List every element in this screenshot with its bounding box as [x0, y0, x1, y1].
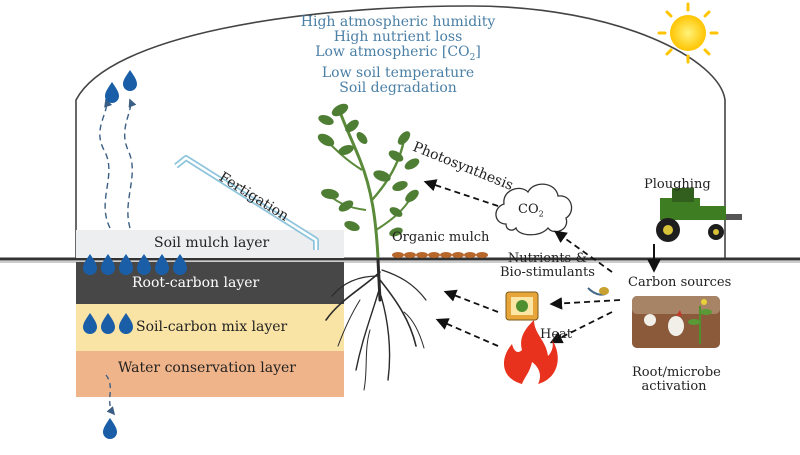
infiltration-path: [105, 374, 116, 416]
carbon-to-co2-arrow: [553, 230, 613, 273]
condition-co2: Low atmospheric [CO2]: [315, 44, 481, 63]
co2-cloud-icon: [495, 183, 573, 236]
photosynthesis-arrow: [423, 179, 499, 207]
sun-icon: [657, 2, 719, 64]
organic-mulch-strip: [392, 252, 488, 258]
water-drop-icon: [105, 82, 119, 103]
evaporation-path-2: [123, 98, 137, 229]
ploughing-label: Ploughing: [644, 177, 711, 192]
water-conservation-layer: [76, 351, 344, 397]
environment-conditions: High atmospheric humidity High nutrient …: [268, 15, 528, 96]
carbon-to-nutrients-arrow: [549, 297, 621, 310]
tractor-icon: [656, 188, 742, 242]
heat-to-roots-arrow: [435, 318, 499, 347]
condition-nutrient-loss: High nutrient loss: [333, 29, 463, 45]
organic-mulch-label: Organic mulch: [392, 230, 490, 245]
water-drop-icon: [103, 418, 117, 439]
nutrients-label: Nutrients & Bio-stimulants: [500, 251, 595, 281]
soil-mulch-layer-label: Soil mulch layer: [154, 235, 270, 251]
condition-soil-degradation: Soil degradation: [339, 79, 457, 96]
carbon-sources-image: [632, 296, 720, 348]
condition-humidity: High atmospheric humidity: [300, 14, 496, 30]
root-carbon-layer-label: Root-carbon layer: [132, 275, 260, 291]
water-drop-icon: [123, 70, 137, 91]
heat-label: Heat: [540, 327, 573, 342]
carbon-to-heat-arrow: [549, 311, 613, 344]
root-system: [325, 258, 427, 391]
plant-icon: [317, 103, 420, 259]
soil-mulch-layer: [76, 230, 344, 258]
flame-icon: [503, 320, 558, 384]
evaporation-path-1: [99, 98, 113, 229]
water-conservation-layer-label: Water conservation layer: [118, 360, 296, 376]
nutrient-bag-icon: [505, 291, 539, 321]
condition-soil-temp: Low soil temperature: [321, 64, 475, 81]
root-microbe-label: Root/microbe activation: [632, 365, 721, 395]
soil-carbon-mix-layer-label: Soil-carbon mix layer: [136, 319, 288, 335]
greenhouse-dome: [75, 5, 726, 258]
co2-label: CO2: [518, 202, 544, 219]
nutrients-to-roots-arrow: [443, 289, 499, 313]
carbon-sources-label: Carbon sources: [628, 275, 732, 290]
water-drop-row: [83, 313, 133, 334]
